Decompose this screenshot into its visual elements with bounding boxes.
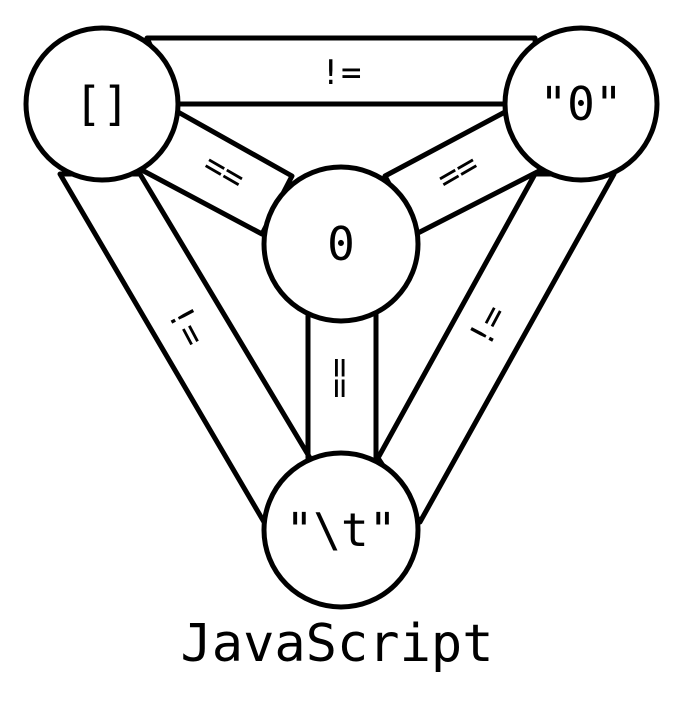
diagram-title: JavaScript xyxy=(180,614,494,674)
node-label-string-tab: "\t" xyxy=(286,503,397,557)
edge-label-loose-equal: == xyxy=(430,144,485,199)
node-string-zero: "0" xyxy=(502,25,660,183)
node-label-zero: 0 xyxy=(327,217,355,271)
node-label-empty-array: [] xyxy=(74,77,129,131)
edge-label-loose-equal: == xyxy=(196,144,251,199)
edge-label-not-equal: != xyxy=(461,299,516,354)
edge-label-not-equal: != xyxy=(159,299,214,354)
edge-label-loose-equal: == xyxy=(320,358,360,399)
node-empty-array: [] xyxy=(23,25,181,183)
node-string-tab: "\t" xyxy=(261,450,421,610)
node-label-string-zero: "0" xyxy=(539,77,622,131)
node-zero: 0 xyxy=(261,164,421,324)
edge-label-not-equal: != xyxy=(321,53,362,93)
edge-zero-string-tab: == xyxy=(305,309,379,465)
edge-array-string-zero: != xyxy=(144,35,541,107)
